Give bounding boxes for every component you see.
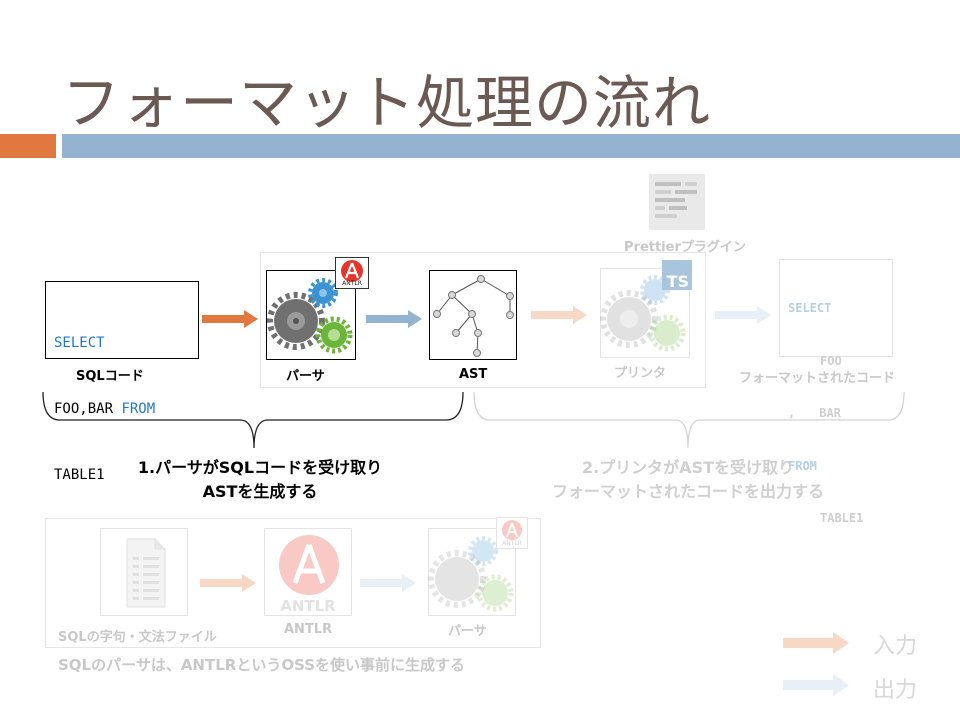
parser-label: パーサ: [286, 369, 325, 384]
legend-input-label: 入力: [873, 634, 918, 659]
grammar-file-box: [100, 528, 188, 616]
generated-antlr-badge-text: ANTLR: [502, 540, 522, 547]
step2-line2: フォーマットされたコードを出力する: [551, 482, 824, 501]
gears-icon: [267, 278, 353, 354]
step1-brace: [42, 391, 464, 449]
sql-keyword-select: SELECT: [54, 335, 105, 351]
formatted-comma: ,: [788, 406, 796, 420]
printer-label: プリンタ: [614, 366, 667, 381]
antlr-tool-box: ANTLR: [264, 528, 352, 616]
sql-code-label: SQLコード: [76, 369, 144, 384]
step1-line2: ASTを生成する: [202, 482, 318, 501]
formatted-col-foo: FOO: [820, 353, 842, 368]
generated-antlr-logo-icon: [502, 520, 522, 540]
parser-box: [266, 270, 356, 360]
input-arrow-1: [202, 310, 258, 328]
generated-parser-label: パーサ: [448, 624, 487, 639]
ts-badge-text: TS: [666, 272, 689, 291]
ast-box: [429, 270, 517, 360]
prettier-plugin-icon: [649, 174, 705, 230]
antlr-tool-logo-icon: [279, 535, 339, 595]
antlr-badge: ANTLR: [335, 257, 369, 289]
sql-table: TABLE1: [54, 467, 105, 483]
formatted-keyword-select: SELECT: [788, 301, 832, 315]
antlr-tool-label: ANTLR: [284, 622, 333, 637]
file-icon: [126, 538, 166, 608]
output-arrow-1: [366, 310, 422, 328]
legend-output-arrow: [783, 674, 849, 696]
generated-parser-gears-icon: [428, 536, 514, 612]
prettier-plugin-label: Prettierプラグイン: [624, 240, 746, 255]
ast-tree-icon: [433, 275, 514, 357]
input-arrow-3: [200, 574, 256, 592]
prettier-logo-icon: [655, 182, 697, 218]
ts-badge: TS: [662, 260, 692, 291]
formatted-keyword-from: FROM: [788, 458, 817, 473]
output-arrow-2: [715, 306, 771, 324]
formatted-col-bar: BAR: [819, 406, 841, 420]
step2-description: 2.プリンタがASTを受け取り フォーマットされたコードを出力する: [488, 456, 888, 504]
grammar-file-label: SQLの字句・文法ファイル: [58, 630, 217, 645]
legend-input-arrow: [783, 632, 849, 654]
legend-output-label: 出力: [873, 678, 918, 703]
printer-gears-icon: [600, 275, 686, 352]
antlr-badge-text: ANTLR: [342, 280, 362, 287]
header-accent-bar: [0, 134, 56, 158]
generation-caption: SQLのパーサは、ANTLRというOSSを使い事前に生成する: [58, 656, 466, 674]
step1-line1: 1.パーサがSQLコードを受け取り: [137, 458, 383, 477]
antlr-logo-icon: [341, 260, 363, 282]
formatted-code-label: フォーマットされたコード: [739, 371, 896, 386]
header-bar: [62, 134, 960, 158]
input-arrow-2: [531, 306, 587, 324]
generated-antlr-badge: ANTLR: [496, 517, 528, 549]
step2-line1: 2.プリンタがASTを受け取り: [581, 458, 795, 477]
step2-brace: [473, 391, 905, 449]
output-arrow-3: [360, 574, 416, 592]
step1-description: 1.パーサがSQLコードを受け取り ASTを生成する: [60, 456, 460, 504]
page-title: フォーマット処理の流れ: [62, 69, 712, 137]
ast-label: AST: [459, 367, 488, 382]
sql-keyword-from: FROM: [121, 401, 156, 417]
antlr-tool-logo-text: ANTLR: [280, 597, 336, 615]
formatted-table: TABLE1: [820, 511, 864, 525]
sql-columns: FOO,BAR: [54, 401, 122, 417]
formatted-code-box: SELECT FOO , BAR FROM TABLE1: [779, 259, 893, 525]
sql-code-box: SELECT FOO,BAR FROM TABLE1: [45, 281, 199, 483]
